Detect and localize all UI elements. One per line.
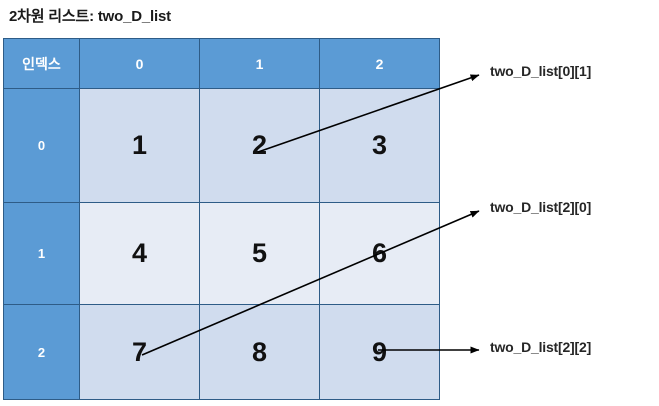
header-cell-index: 인덱스 [3,38,80,89]
row-header-2: 2 [3,304,80,400]
cell-1-0: 4 [79,202,200,305]
row-header-1: 1 [3,202,80,305]
row-header-0: 0 [3,88,80,203]
annotation-label-2-2: two_D_list[2][2] [490,339,592,355]
annotation-label-0-1: two_D_list[0][1] [490,63,592,79]
table-row: 0 1 2 3 [3,88,440,203]
table-row: 1 4 5 6 [3,202,440,305]
cell-0-2: 3 [319,88,440,203]
table-row: 2 7 8 9 [3,304,440,400]
cell-2-2: 9 [319,304,440,400]
cell-1-1: 5 [199,202,320,305]
page-title: 2차원 리스트: two_D_list [9,8,171,25]
table-header-row: 인덱스 0 1 2 [3,38,440,89]
annotation-label-2-0: two_D_list[2][0] [490,199,592,215]
header-cell-col-0: 0 [79,38,200,89]
header-cell-col-1: 1 [199,38,320,89]
cell-1-2: 6 [319,202,440,305]
header-cell-col-2: 2 [319,38,440,89]
cell-2-1: 8 [199,304,320,400]
two-d-list-table: 인덱스 0 1 2 0 1 2 3 1 4 5 6 2 7 8 9 [3,38,440,400]
cell-0-0: 1 [79,88,200,203]
cell-0-1: 2 [199,88,320,203]
cell-2-0: 7 [79,304,200,400]
